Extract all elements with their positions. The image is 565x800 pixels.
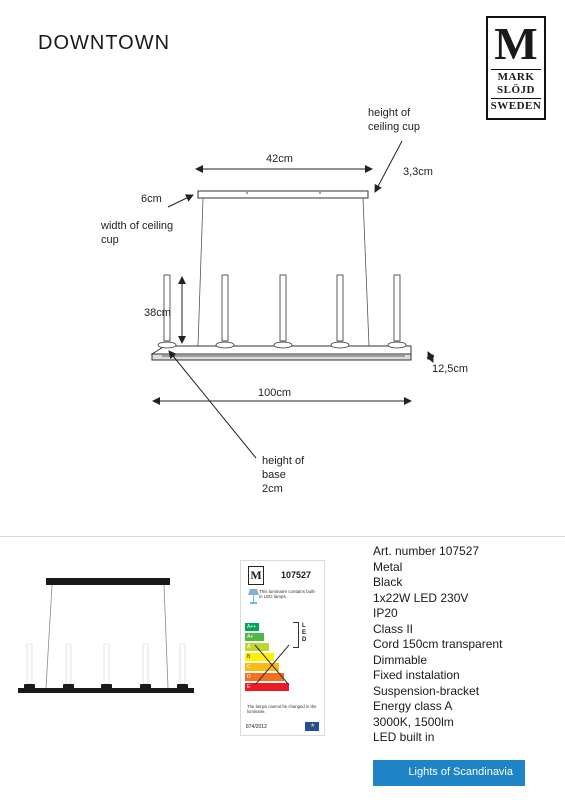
spec-item: LED built in <box>373 730 435 744</box>
top-width-label: 42cm <box>266 153 293 165</box>
energy-label-note: The lamps cannot be changed in the lumin… <box>247 704 317 714</box>
energy-class-bar: D <box>245 673 284 681</box>
energy-label: M 107527 This luminaire contains built-i… <box>240 560 325 736</box>
led-marker: L E D <box>302 623 307 643</box>
dim-line-base-height <box>168 350 257 459</box>
ceiling-bar <box>197 190 369 199</box>
spec-item: Art. number 107527 <box>373 544 480 558</box>
dim-line-ceiling-height <box>374 140 403 193</box>
candle-3 <box>273 274 293 349</box>
spec-item: Dimmable <box>373 652 428 667</box>
logo-line-3: SWEDEN <box>490 100 542 112</box>
crossed-classes-icon <box>254 644 290 686</box>
ceiling-cup-width-value: 6cm <box>141 193 162 205</box>
led-bracket <box>293 622 299 648</box>
logo-divider <box>491 98 541 99</box>
logo-line-2: SLÖJD <box>497 84 535 96</box>
logo-letter: M <box>494 18 538 69</box>
spec-item: 3000K, 1500lm <box>373 714 454 729</box>
length-label: 100cm <box>258 387 292 399</box>
lamp-icon <box>248 589 259 604</box>
product-title: DOWNTOWN <box>38 32 171 54</box>
base-height-label: height of base <box>262 455 305 481</box>
product-photo <box>18 578 194 693</box>
spec-item: Energy class A <box>373 699 453 713</box>
energy-label-regulation: 874/2012 <box>246 724 267 730</box>
spec-item: Fixed instalation <box>373 668 460 682</box>
energy-label-logo: M <box>248 566 264 585</box>
footer-banner: Lights of Scandinavia <box>373 760 525 786</box>
ceiling-cup-height-label: height of ceiling cup <box>368 107 420 133</box>
suspension-wire <box>197 197 204 347</box>
energy-class-bar: B <box>245 653 274 661</box>
energy-class-bar: A++ <box>245 623 259 631</box>
spec-item: Black <box>373 575 403 589</box>
spec-item: Cord 150cm transparent <box>373 637 503 651</box>
candle-5 <box>387 274 407 349</box>
energy-label-info: This luminaire contains built-in LED lam… <box>259 589 317 599</box>
energy-class-bar: E <box>245 683 289 691</box>
spec-item: Class II <box>373 621 414 636</box>
base-height-value: 2cm <box>262 483 283 495</box>
candle-height-label: 38cm <box>144 307 171 319</box>
dim-line-6cm <box>167 194 194 208</box>
suspension-wire <box>362 197 370 347</box>
energy-class-bar: A+ <box>245 633 264 641</box>
spec-item: IP20 <box>373 606 398 620</box>
ceiling-cup-width-label: width of ceiling cup <box>101 220 174 246</box>
ceiling-cup-height-value: 3,3cm <box>403 166 433 178</box>
brand-logo: M MARK SLÖJD SWEDEN <box>486 16 546 120</box>
technical-drawing <box>150 140 435 459</box>
logo-line-1: MARK <box>497 71 535 83</box>
candle-4 <box>330 274 350 349</box>
energy-class-bar: C <box>245 663 279 671</box>
spec-item: 1x22W LED 230V <box>373 590 469 605</box>
dim-line-12-5cm <box>426 351 435 363</box>
candle-2 <box>215 274 235 349</box>
spec-item: Metal <box>373 559 403 574</box>
depth-label: 12,5cm <box>432 363 469 375</box>
logo-divider <box>491 69 541 70</box>
eu-flag-icon: ★ <box>305 722 319 731</box>
candle-1 <box>157 274 177 349</box>
spec-item: Suspension-bracket <box>373 683 480 698</box>
section-divider <box>0 536 565 537</box>
footer-text: Lights of Scandinavia <box>408 766 513 778</box>
energy-label-article-number: 107527 <box>281 570 312 580</box>
